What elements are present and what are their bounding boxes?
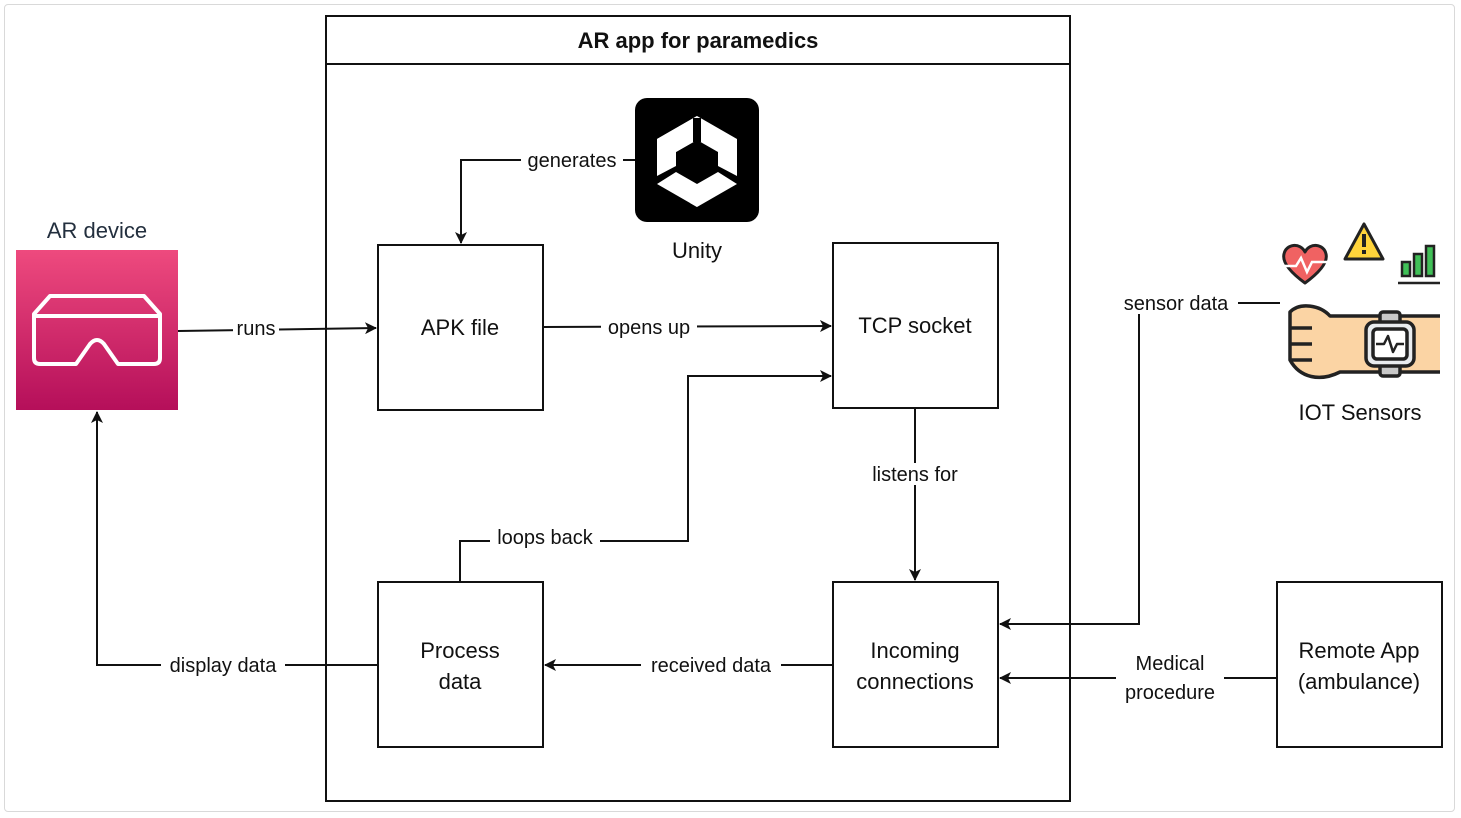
edge-opens-up-label: opens up <box>608 317 690 339</box>
edge-sensor-data-label: sensor data <box>1124 293 1229 315</box>
edge-medical-procedure-label-2: procedure <box>1125 682 1215 704</box>
edge-listens-for: listens for <box>865 408 965 581</box>
edge-display-data: display data <box>91 411 378 677</box>
edge-generates: generates <box>455 149 635 244</box>
edge-opens-up: opens up <box>542 316 832 339</box>
ar-device-node: AR device <box>16 218 178 410</box>
smartwatch-wrist-icon <box>1288 304 1440 380</box>
tcp-socket-node: TCP socket <box>832 242 999 409</box>
process-data-label-2: data <box>439 669 483 694</box>
edge-runs: runs <box>177 318 377 340</box>
edge-loops-back: loops back <box>459 370 832 582</box>
iot-sensors-label: IOT Sensors <box>1298 400 1421 425</box>
warning-icon <box>1343 222 1385 261</box>
tcp-socket-label: TCP socket <box>858 313 971 338</box>
edge-display-data-label: display data <box>170 655 278 677</box>
edge-medical-procedure: Medical procedure <box>999 651 1277 705</box>
incoming-connections-node: Incoming connections <box>832 581 999 748</box>
process-data-label-1: Process <box>420 638 499 663</box>
unity-label: Unity <box>672 238 722 263</box>
container-title: AR app for paramedics <box>578 28 819 53</box>
ar-device-label: AR device <box>47 218 147 243</box>
edge-medical-procedure-label-1: Medical <box>1136 653 1205 675</box>
edge-sensor-data: sensor data <box>999 292 1280 630</box>
edge-listens-for-label: listens for <box>872 464 958 486</box>
incoming-connections-label-1: Incoming <box>870 638 959 663</box>
apk-file-label: APK file <box>421 315 499 340</box>
edge-received-data-label: received data <box>651 655 772 677</box>
vr-headset-icon <box>32 294 162 366</box>
edge-generates-label: generates <box>528 150 617 172</box>
remote-app-label-2: (ambulance) <box>1298 669 1420 694</box>
remote-app-node: Remote App (ambulance) <box>1276 581 1443 748</box>
heart-rate-icon <box>1282 244 1328 285</box>
bar-chart-icon <box>1398 244 1440 285</box>
remote-app-label-1: Remote App <box>1298 638 1419 663</box>
apk-file-node: APK file <box>377 244 544 411</box>
iot-sensors-node: IOT Sensors <box>1282 222 1440 425</box>
unity-node: Unity <box>635 98 759 263</box>
process-data-node: Process data <box>377 581 544 748</box>
unity-logo-icon <box>657 116 737 207</box>
edge-runs-label: runs <box>237 318 276 340</box>
edge-received-data: received data <box>544 654 833 677</box>
incoming-connections-label-2: connections <box>856 669 973 694</box>
edge-loops-back-label: loops back <box>497 527 594 549</box>
